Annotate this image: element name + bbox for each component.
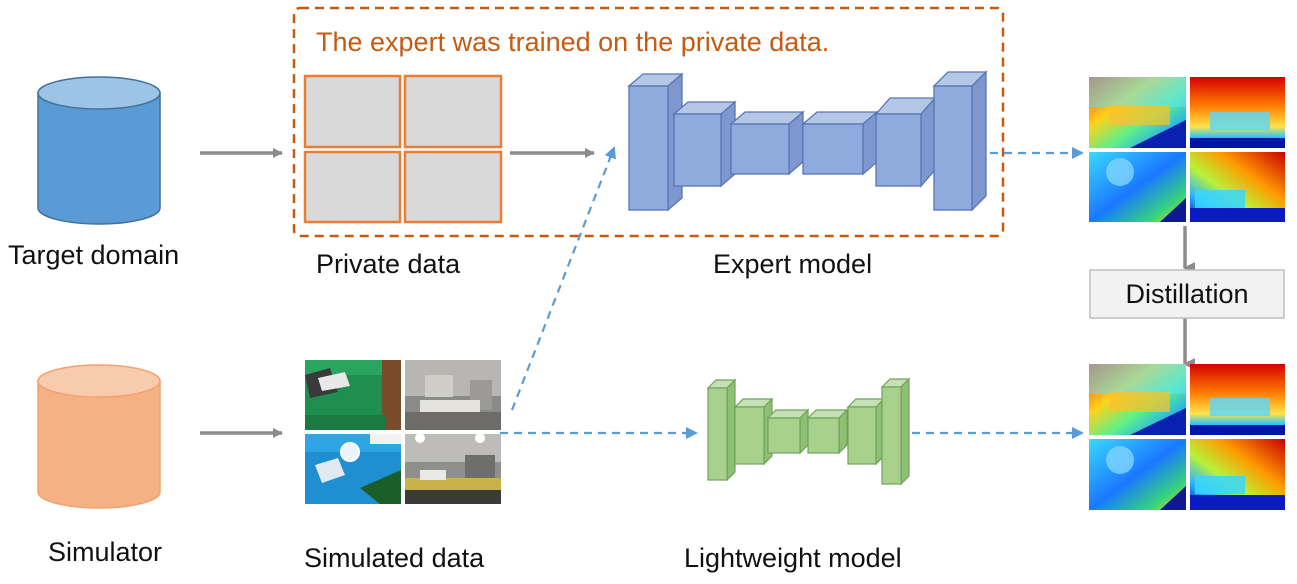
distillation-label: Distillation	[1125, 279, 1249, 309]
distillation-box	[1089, 269, 1285, 319]
target-domain-db-icon	[37, 76, 161, 225]
depth-map-8	[1190, 439, 1285, 510]
sim-image-blue-floor	[305, 434, 401, 504]
depth-map-5	[1089, 364, 1186, 435]
private-data-frame	[292, 6, 1005, 238]
private-data-grid	[303, 74, 503, 224]
sim-image-green-room	[305, 360, 401, 430]
target-domain-label: Target domain	[8, 240, 180, 270]
lightweight-model-icon	[706, 377, 911, 486]
depth-map-7	[1089, 439, 1186, 510]
simulated-data-label: Simulated data	[304, 543, 485, 573]
expert-model-icon	[627, 70, 988, 212]
depth-map-1	[1089, 77, 1186, 148]
sim-image-bedroom	[405, 433, 501, 504]
private-data-label: Private data	[316, 249, 461, 279]
arrow-simulated-to-expert	[510, 146, 616, 411]
depth-map-4	[1190, 152, 1285, 222]
simulator-label: Simulator	[48, 537, 163, 567]
sim-image-gray-room	[405, 360, 501, 430]
depth-map-6	[1190, 364, 1285, 435]
lightweight-depth-maps	[1089, 364, 1285, 510]
depth-map-2	[1190, 77, 1285, 148]
depth-map-3	[1089, 152, 1186, 222]
simulator-db-icon	[37, 364, 161, 509]
private-data-note: The expert was trained on the private da…	[316, 27, 830, 57]
expert-depth-maps	[1089, 77, 1285, 222]
lightweight-model-label: Lightweight model	[684, 543, 902, 573]
expert-model-label: Expert model	[713, 249, 873, 279]
simulated-data-grid	[305, 360, 501, 504]
